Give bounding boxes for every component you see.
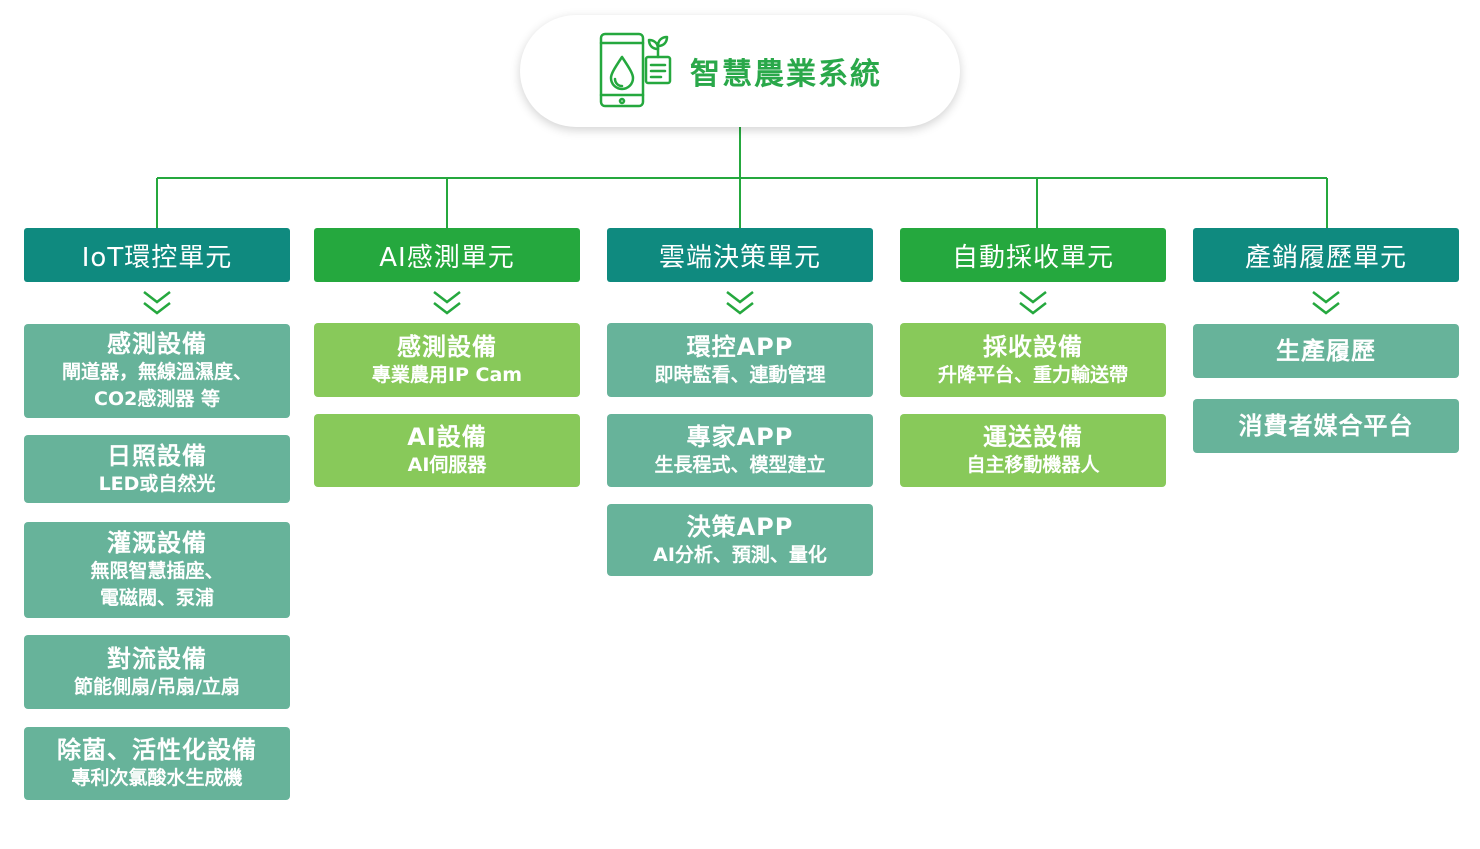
item-title: 對流設備 (107, 644, 207, 673)
item-description: AI分析、預測、量化 (653, 543, 827, 566)
item-title: 運送設備 (983, 423, 1083, 451)
item-title: 消費者媒合平台 (1238, 412, 1414, 440)
chevron-down-icon (1312, 291, 1340, 315)
item-description: LED或自然光 (98, 472, 216, 495)
unit-header-3: 雲端決策單元 (607, 228, 873, 282)
chevron-down-icon (1019, 291, 1047, 315)
item-box: AI設備 AI伺服器 (314, 414, 580, 487)
item-title: 日照設備 (107, 441, 207, 470)
item-description: 自主移動機器人 (966, 454, 1100, 476)
item-box: 生產履歷 (1193, 324, 1459, 378)
unit-header-2: AI感測單元 (314, 228, 580, 282)
item-title: 生產履歷 (1276, 337, 1376, 365)
item-title: 灌溉設備 (107, 529, 207, 557)
item-title: 專家APP (686, 423, 794, 451)
item-description: 升降平台、重力輸送帶 (937, 363, 1128, 386)
item-title: 感測設備 (107, 330, 207, 358)
unit-header-1: IoT環控單元 (24, 228, 290, 282)
item-box: 感測設備專業農用IP Cam (314, 323, 580, 397)
item-description: 生長程式、模型建立 (654, 454, 826, 476)
item-title: AI設備 (407, 423, 487, 451)
chevron-down-icon (143, 291, 171, 315)
item-description: 即時監看、連動管理 (654, 363, 826, 386)
unit-header-4: 自動採收單元 (900, 228, 1166, 282)
smartphone-plant-icon (599, 32, 672, 108)
item-description: 專利次氯酸水生成機 (71, 767, 243, 789)
item-title: 採收設備 (983, 332, 1083, 361)
item-box: 對流設備節能側扇/吊扇/立扇 (24, 635, 290, 709)
root-title: 智慧農業系統 (690, 57, 882, 92)
item-box: 灌溉設備無限智慧插座、 電磁閥、泵浦 (24, 522, 290, 618)
item-box: 感測設備閘道器，無線溫濕度、 CO2感測器 等 (24, 324, 290, 418)
item-description: AI伺服器 (407, 454, 487, 476)
unit-header-5: 產銷履歷單元 (1193, 228, 1459, 282)
item-box: 運送設備自主移動機器人 (900, 414, 1166, 487)
item-description: 專業農用IP Cam (371, 363, 523, 386)
item-description: 閘道器，無線溫濕度、 CO2感測器 等 (61, 361, 252, 410)
item-title: 感測設備 (397, 332, 497, 361)
item-box: 除菌、活性化設備專利次氯酸水生成機 (24, 727, 290, 800)
item-box: 消費者媒合平台 (1193, 399, 1459, 453)
root-node: 智慧農業系統 (520, 15, 960, 127)
item-title: 環控APP (686, 332, 794, 361)
item-description: 節能側扇/吊扇/立扇 (74, 675, 240, 698)
item-box: 專家APP 生長程式、模型建立 (607, 414, 873, 487)
chevron-down-icon (726, 291, 754, 315)
item-title: 除菌、活性化設備 (57, 736, 257, 764)
chevron-down-icon (433, 291, 461, 315)
item-description: 無限智慧插座、 電磁閥、泵浦 (90, 560, 224, 609)
item-title: 決策APP (686, 512, 794, 541)
item-box: 採收設備升降平台、重力輸送帶 (900, 323, 1166, 397)
